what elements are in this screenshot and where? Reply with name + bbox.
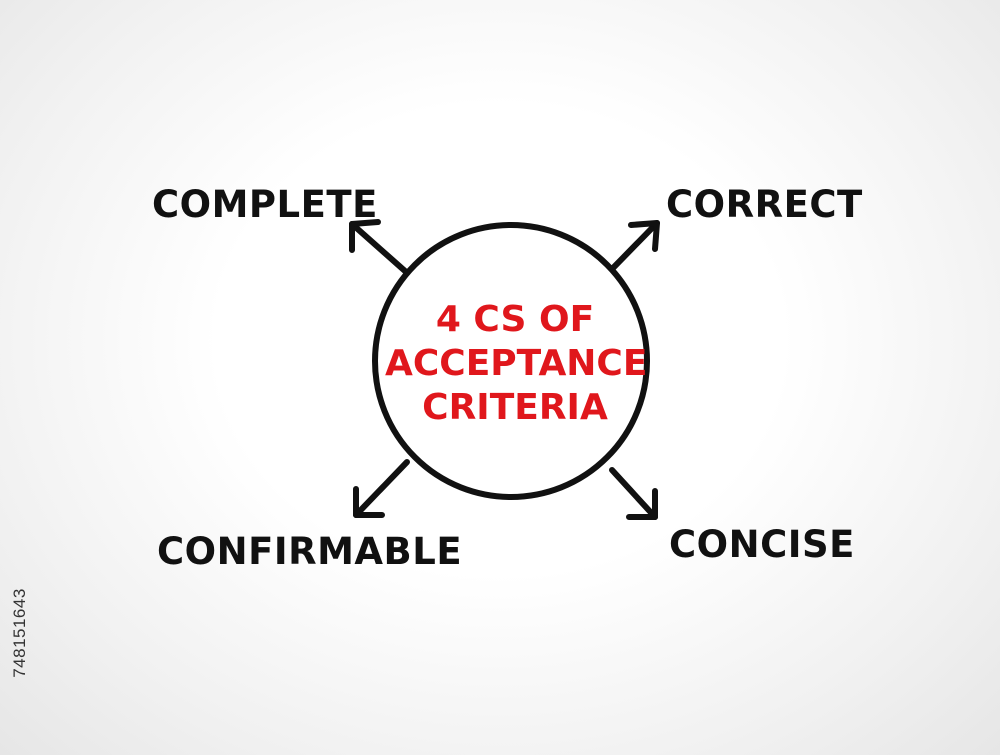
arrow-concise: [609, 467, 658, 520]
arrow-complete: [349, 219, 408, 274]
stock-id-label: 748151643: [6, 520, 34, 745]
center-title: 4 CS OF ACCEPTANCE CRITERIA: [385, 298, 648, 430]
term-correct: CORRECT: [666, 183, 863, 226]
term-concise: CONCISE: [669, 523, 855, 566]
center-title-line-3: CRITERIA: [422, 387, 608, 428]
term-complete: COMPLETE: [152, 183, 378, 226]
arrow-correct: [610, 220, 660, 271]
center-title-line-1: 4 CS OF: [435, 299, 595, 340]
stock-id-text: 748151643: [10, 587, 29, 678]
center-circle: [372, 222, 650, 500]
arrow-confirmable: [353, 459, 410, 518]
term-confirmable: CONFIRMABLE: [157, 530, 463, 573]
center-title-line-2: ACCEPTANCE: [385, 343, 648, 384]
